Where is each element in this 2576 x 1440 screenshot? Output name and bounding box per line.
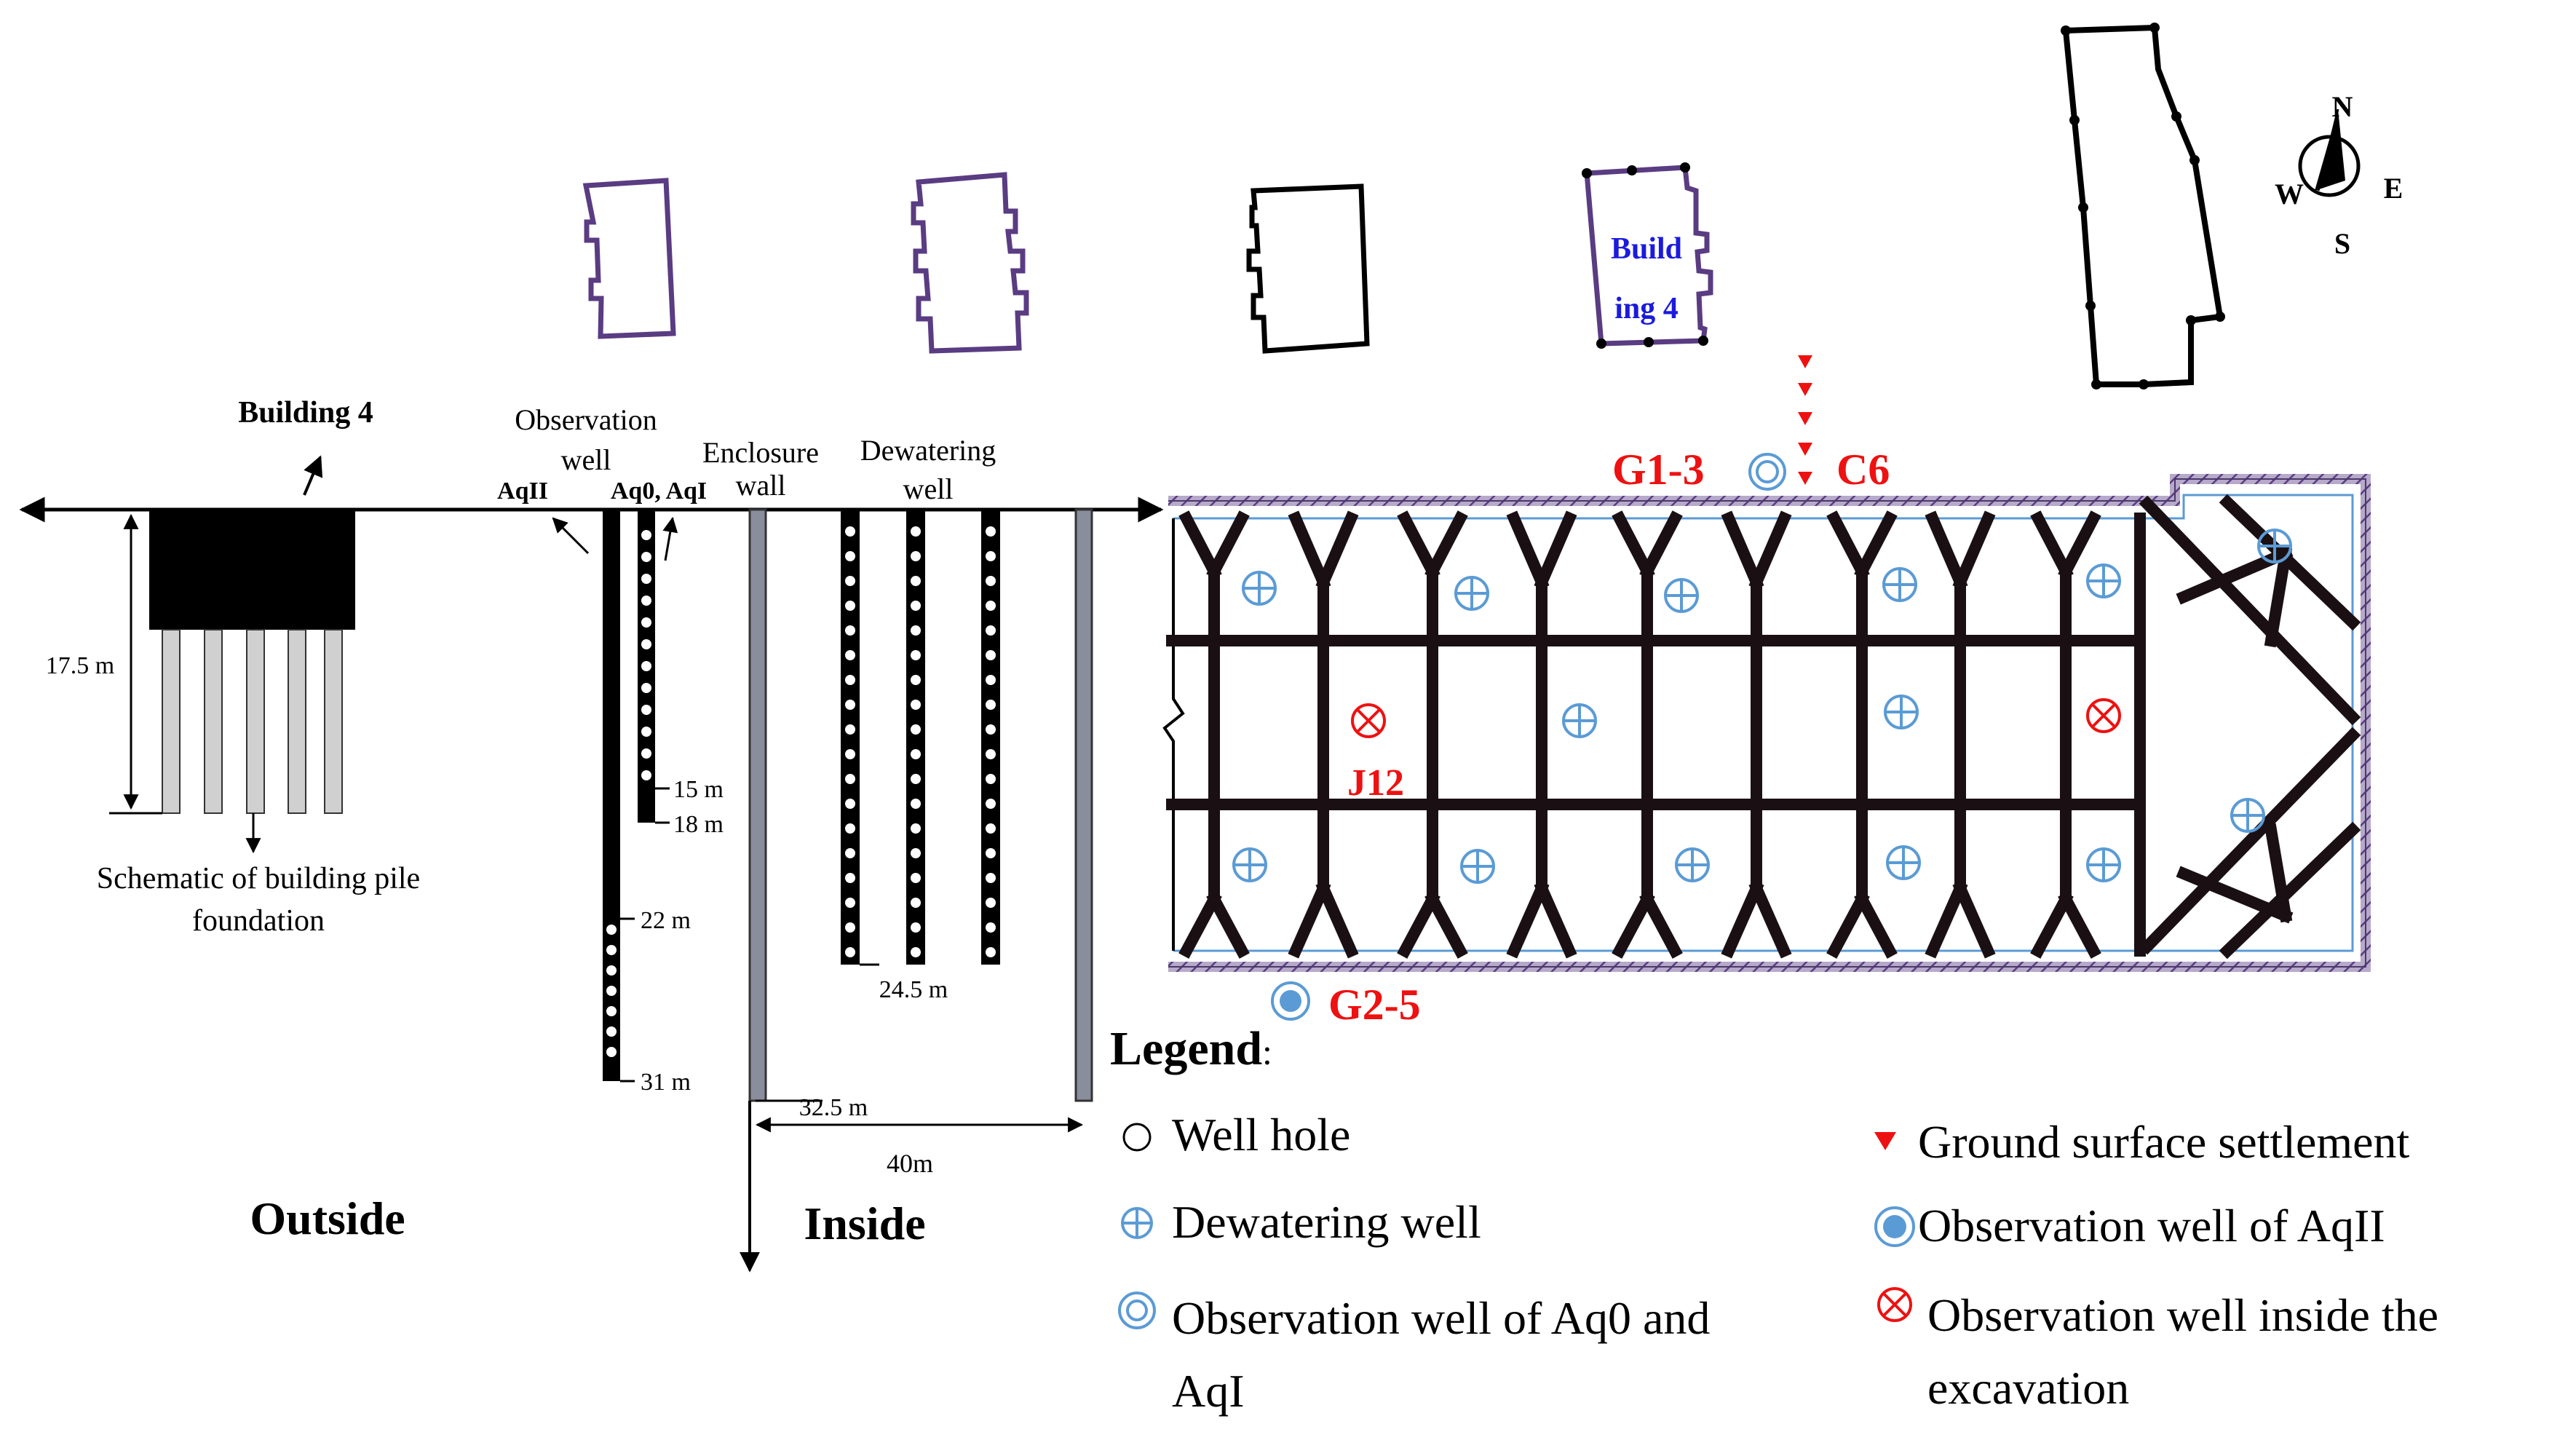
pile-caption-line2: foundation bbox=[192, 904, 325, 938]
legend-obs-aq0-line2: AqI bbox=[1172, 1365, 1245, 1417]
compass-west-label: W bbox=[2275, 178, 2304, 210]
observation-well-aq0-aqI bbox=[638, 510, 655, 823]
compass-north-label: N bbox=[2332, 90, 2353, 123]
compass-icon bbox=[2298, 108, 2361, 197]
building-label-arrow bbox=[303, 455, 323, 496]
dewatering-well-plan-5 bbox=[2086, 563, 2121, 598]
dewatering-well-plan-6 bbox=[2257, 529, 2292, 563]
distance-32-5-label: 32.5 m bbox=[799, 1094, 868, 1121]
hollow-circle-icon bbox=[1122, 1123, 1152, 1152]
g1-3-observation-well-icon bbox=[1748, 453, 1786, 491]
dewatering-well-section-2 bbox=[906, 510, 925, 965]
depth-31-label: 31 m bbox=[641, 1069, 691, 1096]
enclosure-wall-label-line1: Enclosure bbox=[702, 436, 819, 469]
legend-dewatering-well: Dewatering well bbox=[1172, 1196, 1481, 1248]
distance-40-label: 40m bbox=[887, 1149, 933, 1178]
compass-east-label: E bbox=[2384, 172, 2403, 205]
strut-system bbox=[1166, 494, 2361, 960]
aq0-aqI-label: Aq0, AqI bbox=[611, 478, 707, 505]
filled-dot-circle-icon bbox=[1874, 1206, 1915, 1247]
enclosure-wall-right bbox=[1074, 508, 1093, 1102]
dewatering-well-plan-12 bbox=[1675, 847, 1710, 882]
settlement-points-c6 bbox=[1798, 355, 1812, 485]
legend-well-hole: Well hole bbox=[1172, 1109, 1350, 1160]
pile-depth-dimension bbox=[109, 508, 162, 815]
observation-well-label-line2: well bbox=[561, 443, 611, 476]
dewatering-well-plan-10 bbox=[1232, 847, 1267, 882]
building-4-label-line1: Build bbox=[1611, 232, 1682, 266]
observation-well-label-line1: Observation bbox=[515, 403, 657, 436]
depth-24-5-label: 24.5 m bbox=[879, 976, 948, 1003]
pile-caption-line1: Schematic of building pile bbox=[97, 862, 420, 895]
dewatering-well-plan-1 bbox=[1242, 571, 1277, 606]
building-outline-2 bbox=[911, 172, 1029, 354]
inside-observation-well-j12 bbox=[1351, 703, 1386, 738]
inside-label: Inside bbox=[804, 1198, 925, 1249]
dewatering-well-section-3 bbox=[981, 510, 1000, 965]
enclosure-wall-label-line2: wall bbox=[736, 469, 786, 502]
j12-label: J12 bbox=[1347, 762, 1404, 804]
dewatering-well-plan-14 bbox=[2086, 847, 2121, 882]
depth-18-label: 18 m bbox=[673, 811, 724, 838]
outside-label: Outside bbox=[250, 1192, 405, 1244]
aqII-label: AqII bbox=[497, 478, 548, 505]
building-4-section-label: Building 4 bbox=[238, 396, 373, 430]
g2-5-label: G2-5 bbox=[1328, 981, 1421, 1029]
observation-well-aqII bbox=[603, 510, 620, 1081]
dewatering-well-plan-3 bbox=[1664, 578, 1699, 613]
compass-south-label: S bbox=[2334, 227, 2350, 260]
dewatering-well-plan-2 bbox=[1454, 576, 1489, 611]
distance-dimensions bbox=[755, 1099, 1084, 1133]
building-4-section bbox=[149, 510, 355, 814]
aqII-arrow bbox=[552, 517, 590, 555]
legend-settlement: Ground surface settlement bbox=[1918, 1116, 2410, 1168]
circle-plus-icon bbox=[1121, 1207, 1153, 1239]
circle-x-icon bbox=[1877, 1287, 1912, 1322]
dewatering-well-label-line1: Dewatering bbox=[860, 434, 996, 467]
pile-depth-label: 17.5 m bbox=[46, 652, 114, 679]
building-outline-5 bbox=[2061, 23, 2225, 389]
legend-obs-aqII: Observation well of AqII bbox=[1918, 1200, 2385, 1251]
dewatering-well-label-line2: well bbox=[903, 472, 954, 505]
building-4-outline bbox=[1582, 162, 1713, 349]
c6-label: C6 bbox=[1836, 446, 1890, 494]
building-outline-3 bbox=[1246, 183, 1370, 354]
legend-obs-inside-line2: excavation bbox=[1927, 1362, 2129, 1414]
legend-obs-aq0-line1: Observation well of Aq0 and bbox=[1172, 1292, 1710, 1344]
dewatering-well-plan-11 bbox=[1460, 849, 1495, 884]
building-outline-1 bbox=[582, 178, 676, 339]
g1-3-label: G1-3 bbox=[1612, 446, 1705, 494]
dewatering-well-plan-4 bbox=[1882, 567, 1917, 602]
legend-obs-inside-line1: Observation well inside the bbox=[1927, 1289, 2438, 1341]
double-circle-icon bbox=[1118, 1291, 1156, 1329]
depth-22-label: 22 m bbox=[641, 907, 691, 934]
observation-well-ticks bbox=[620, 787, 670, 1083]
g2-5-observation-well-icon bbox=[1271, 981, 1310, 1021]
building-4-label-line2: ing 4 bbox=[1614, 292, 1679, 325]
red-triangle-icon bbox=[1874, 1132, 1896, 1150]
aq0-arrow bbox=[662, 516, 678, 561]
dewatering-well-plan-8 bbox=[1884, 695, 1919, 729]
excavation-enclosure bbox=[1162, 474, 2371, 972]
dewatering-well-plan-9 bbox=[2230, 798, 2265, 833]
depth-15-label: 15 m bbox=[673, 776, 724, 803]
inside-observation-well-east bbox=[2086, 698, 2121, 733]
dewatering-well-section-1 bbox=[841, 510, 860, 965]
enclosure-wall-left bbox=[748, 508, 767, 1102]
dewatering-wells-plan bbox=[1232, 529, 2292, 884]
dewatering-well-plan-7 bbox=[1562, 703, 1597, 738]
dewatering-well-plan-13 bbox=[1886, 845, 1921, 880]
legend-title: Legend: bbox=[1110, 1022, 1272, 1075]
